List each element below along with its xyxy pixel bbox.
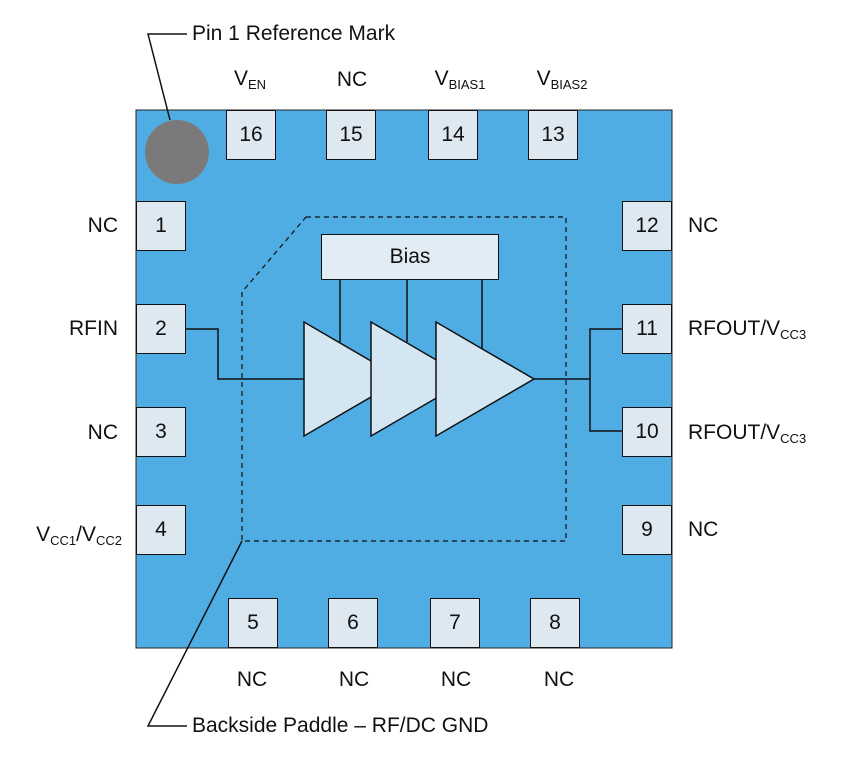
pin11-label: RFOUT/VCC3 bbox=[688, 317, 807, 342]
pad-8: 8 bbox=[530, 598, 580, 648]
pin8-label: NC bbox=[543, 668, 575, 691]
pin16-label: VEN bbox=[233, 67, 267, 92]
paddle-leader-line bbox=[146, 540, 243, 727]
pad-2: 2 bbox=[136, 304, 186, 354]
pad-9: 9 bbox=[622, 505, 672, 555]
pin6-label: NC bbox=[338, 668, 370, 691]
pin14-label: VBIAS1 bbox=[434, 67, 486, 92]
pin4-label: VCC1/VCC2 bbox=[36, 523, 122, 548]
rfout-split-trace bbox=[589, 328, 624, 432]
pin1-leader-line bbox=[147, 33, 187, 121]
pin15-label: NC bbox=[336, 68, 368, 91]
pin1-reference-dot bbox=[145, 120, 209, 184]
backside-paddle-outline bbox=[241, 216, 567, 542]
pin7-label: NC bbox=[440, 668, 472, 691]
pin3-label: NC bbox=[87, 421, 118, 444]
backside-paddle-callout: Backside Paddle – RF/DC GND bbox=[192, 714, 489, 737]
pad-5: 5 bbox=[228, 598, 278, 648]
amplifier-stage-3 bbox=[435, 320, 536, 438]
amplifier-stage-2 bbox=[370, 320, 471, 438]
pad-11: 11 bbox=[622, 304, 672, 354]
pad-12: 12 bbox=[622, 201, 672, 251]
pad-4: 4 bbox=[136, 505, 186, 555]
pin12-label: NC bbox=[688, 214, 719, 237]
pad-10: 10 bbox=[622, 407, 672, 457]
bias-block: Bias bbox=[321, 234, 499, 280]
pin9-label: NC bbox=[688, 518, 719, 541]
pad-7: 7 bbox=[430, 598, 480, 648]
amplifier-stage-1 bbox=[303, 320, 404, 438]
pad-16: 16 bbox=[226, 110, 276, 160]
pin5-label: NC bbox=[236, 668, 268, 691]
pad-1: 1 bbox=[136, 201, 186, 251]
pad-14: 14 bbox=[428, 110, 478, 160]
rfin-trace bbox=[186, 328, 304, 380]
pin13-label: VBIAS2 bbox=[536, 67, 588, 92]
pad-15: 15 bbox=[326, 110, 376, 160]
pin10-label: RFOUT/VCC3 bbox=[688, 421, 807, 446]
pad-3: 3 bbox=[136, 407, 186, 457]
pad-6: 6 bbox=[328, 598, 378, 648]
pin1-label: NC bbox=[87, 214, 118, 237]
pin2-label: RFIN bbox=[69, 317, 118, 340]
pad-13: 13 bbox=[528, 110, 578, 160]
pin1-reference-callout: Pin 1 Reference Mark bbox=[192, 22, 396, 45]
